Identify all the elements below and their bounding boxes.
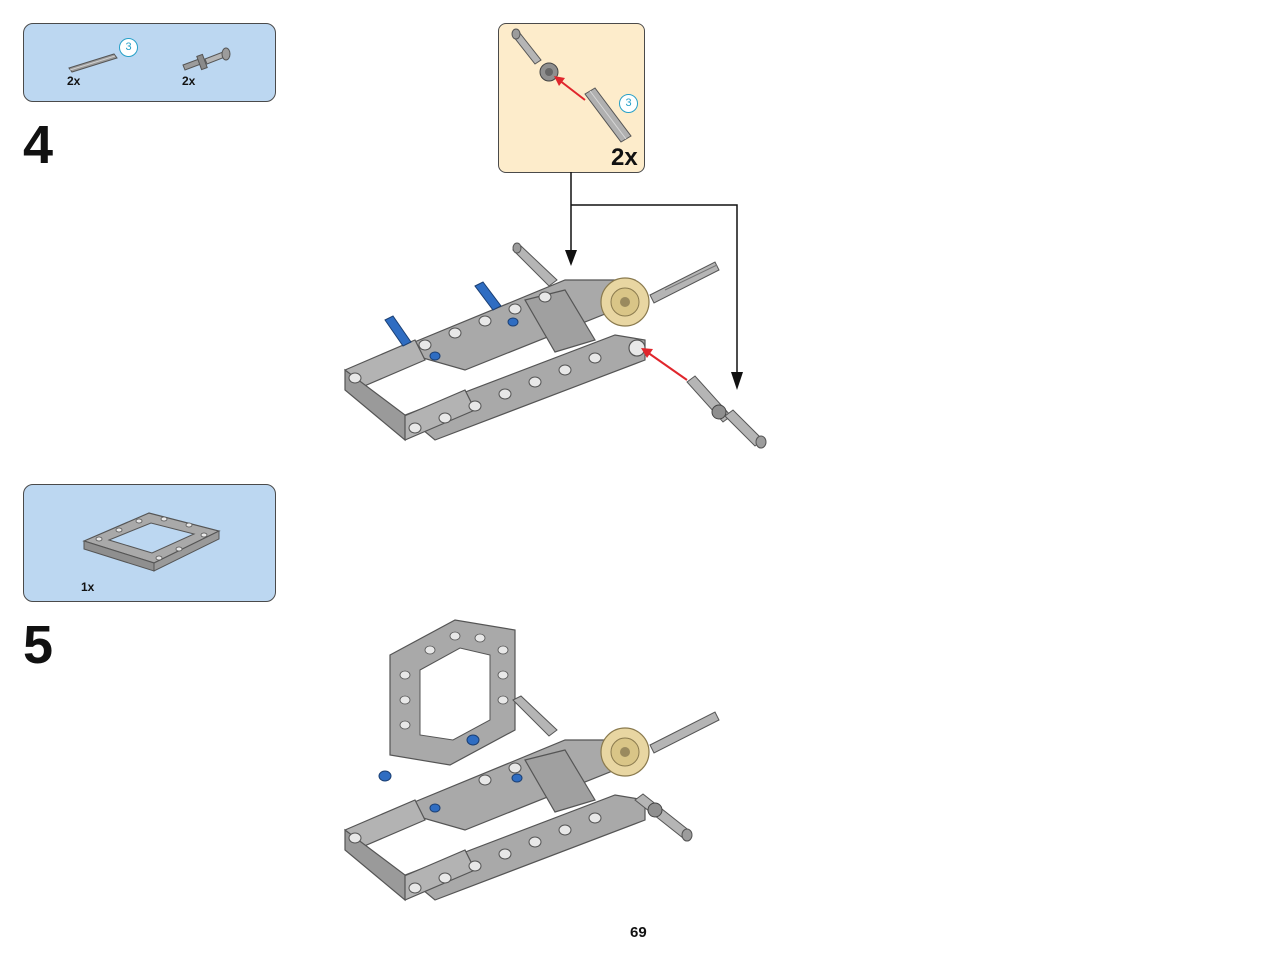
step5-assembly-image (344, 619, 720, 902)
part-length-badge: 3 (119, 38, 138, 57)
axle-part-icon (68, 53, 118, 73)
axle-pin-part-icon (182, 47, 231, 71)
axle-pin-subassembly-image (511, 28, 632, 143)
step-number: 4 (23, 115, 54, 175)
frame-part-icon (82, 512, 221, 572)
page-number: 69 (630, 924, 647, 941)
part-length-badge: 3 (619, 94, 638, 113)
step4-assembly-image (344, 242, 767, 449)
step-number: 5 (23, 615, 54, 675)
part-quantity: 1x (81, 580, 95, 594)
subassembly-callout: 3 2x (498, 23, 645, 173)
callout-quantity: 2x (611, 144, 638, 171)
step5-parts-box: 1x (23, 484, 276, 602)
part-quantity: 2x (182, 74, 196, 88)
step4-parts-box: 3 2x 2x (23, 23, 276, 102)
part-quantity: 2x (67, 74, 81, 88)
